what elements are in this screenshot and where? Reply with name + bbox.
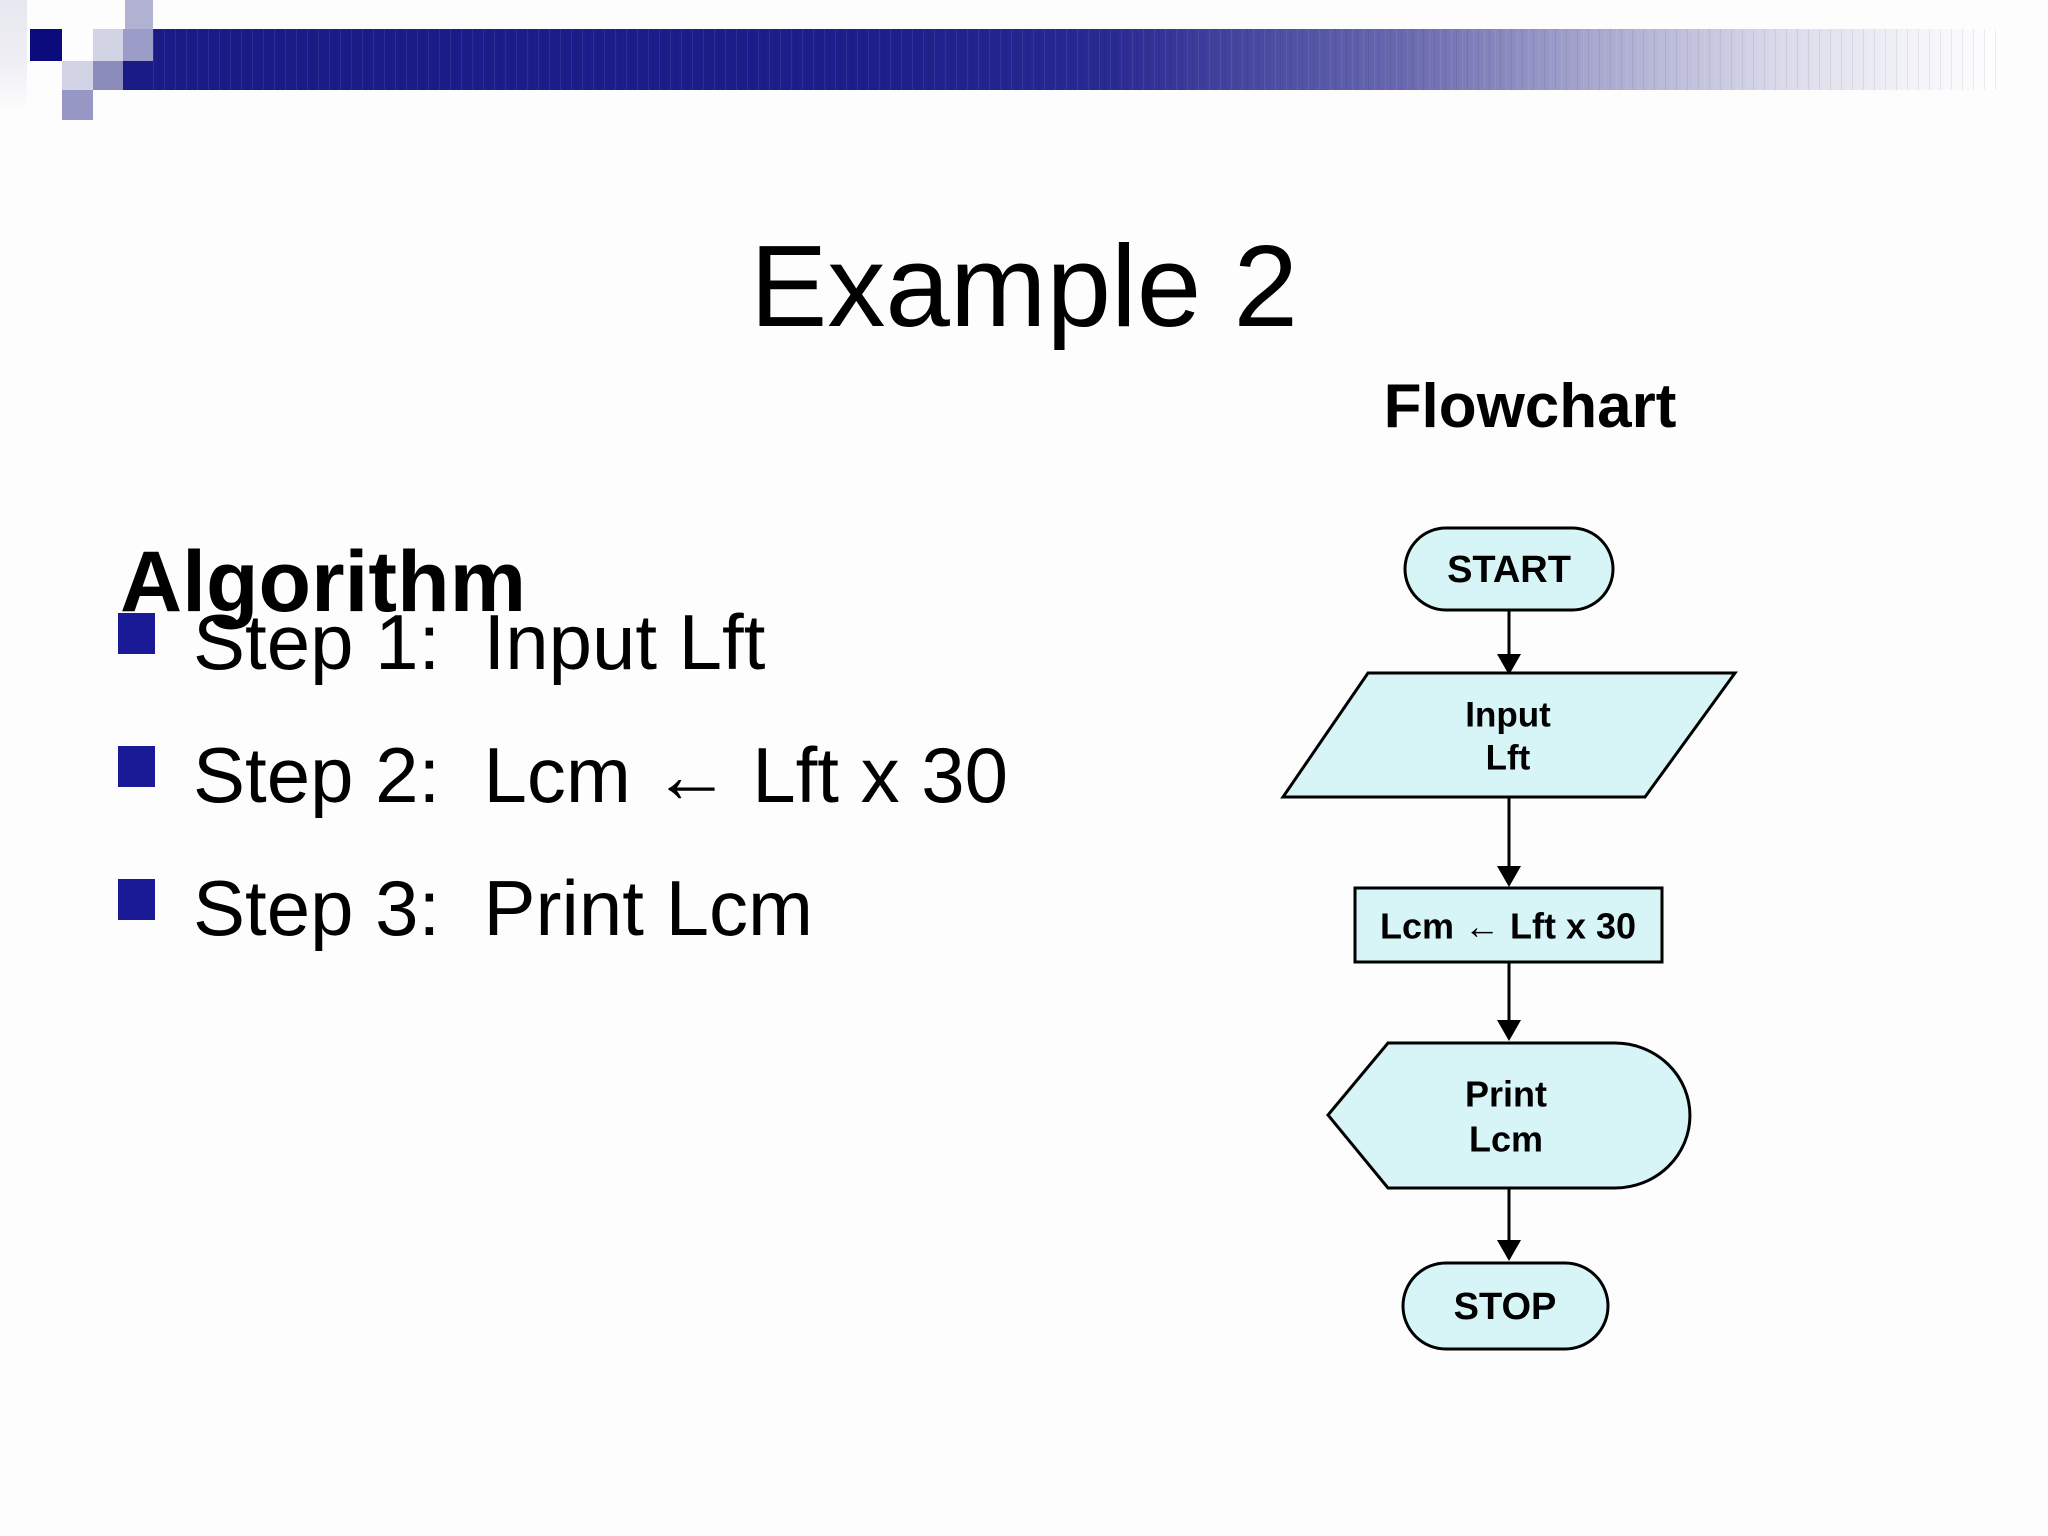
decor-square [62, 90, 93, 120]
decor-square [93, 29, 123, 61]
header-banner-extension [123, 61, 153, 90]
decor-square [30, 29, 62, 61]
decor-square [123, 29, 153, 61]
input-node-label-line2: Lft [1486, 739, 1531, 778]
list-item: Step 1: Input Lft [118, 596, 1238, 729]
step-3-text: Step 3: Print Lcm [193, 864, 813, 952]
flow-arrowhead [1497, 1020, 1521, 1041]
flow-arrowhead [1497, 1240, 1521, 1261]
process-node [1353, 886, 1664, 964]
decor-square [125, 0, 153, 29]
input-node-label-line1: Input [1465, 696, 1551, 735]
output-node-label-line1: Print [1465, 1074, 1547, 1115]
decor-square [93, 61, 123, 90]
output-node [1326, 1041, 1692, 1190]
flow-arrowhead [1497, 866, 1521, 887]
header-banner [153, 29, 2000, 90]
bullet-square-icon [118, 613, 155, 654]
output-node-label-line2: Lcm [1469, 1119, 1543, 1160]
flowchart-heading: Flowchart [1383, 372, 1677, 441]
step-2-text: Step 2: Lcm ← Lft x 30 [193, 731, 1009, 819]
process-node-label: Lcm ← Lft x 30 [1380, 906, 1636, 947]
flowchart-diagram: START Input Lft Lcm ← Lft x 30 Print Lcm… [1280, 526, 1738, 1351]
bullet-square-icon [118, 879, 155, 920]
list-item: Step 2: Lcm ← Lft x 30 [118, 729, 1238, 862]
start-node-label: START [1447, 549, 1571, 591]
slide-title: Example 2 [749, 220, 1299, 351]
left-gradient-strip [0, 0, 27, 118]
list-item: Step 3: Print Lcm [118, 862, 1238, 995]
input-node [1280, 671, 1738, 799]
bullet-square-icon [118, 746, 155, 787]
decor-square [62, 61, 93, 90]
algorithm-steps-list: Step 1: Input Lft Step 2: Lcm ← Lft x 30… [118, 596, 1238, 995]
stop-node-label: STOP [1454, 1286, 1557, 1328]
stop-node [1401, 1261, 1610, 1351]
step-1-text: Step 1: Input Lft [193, 598, 766, 686]
flow-arrowhead [1497, 654, 1521, 675]
algorithm-heading: Algorithm [120, 534, 527, 631]
